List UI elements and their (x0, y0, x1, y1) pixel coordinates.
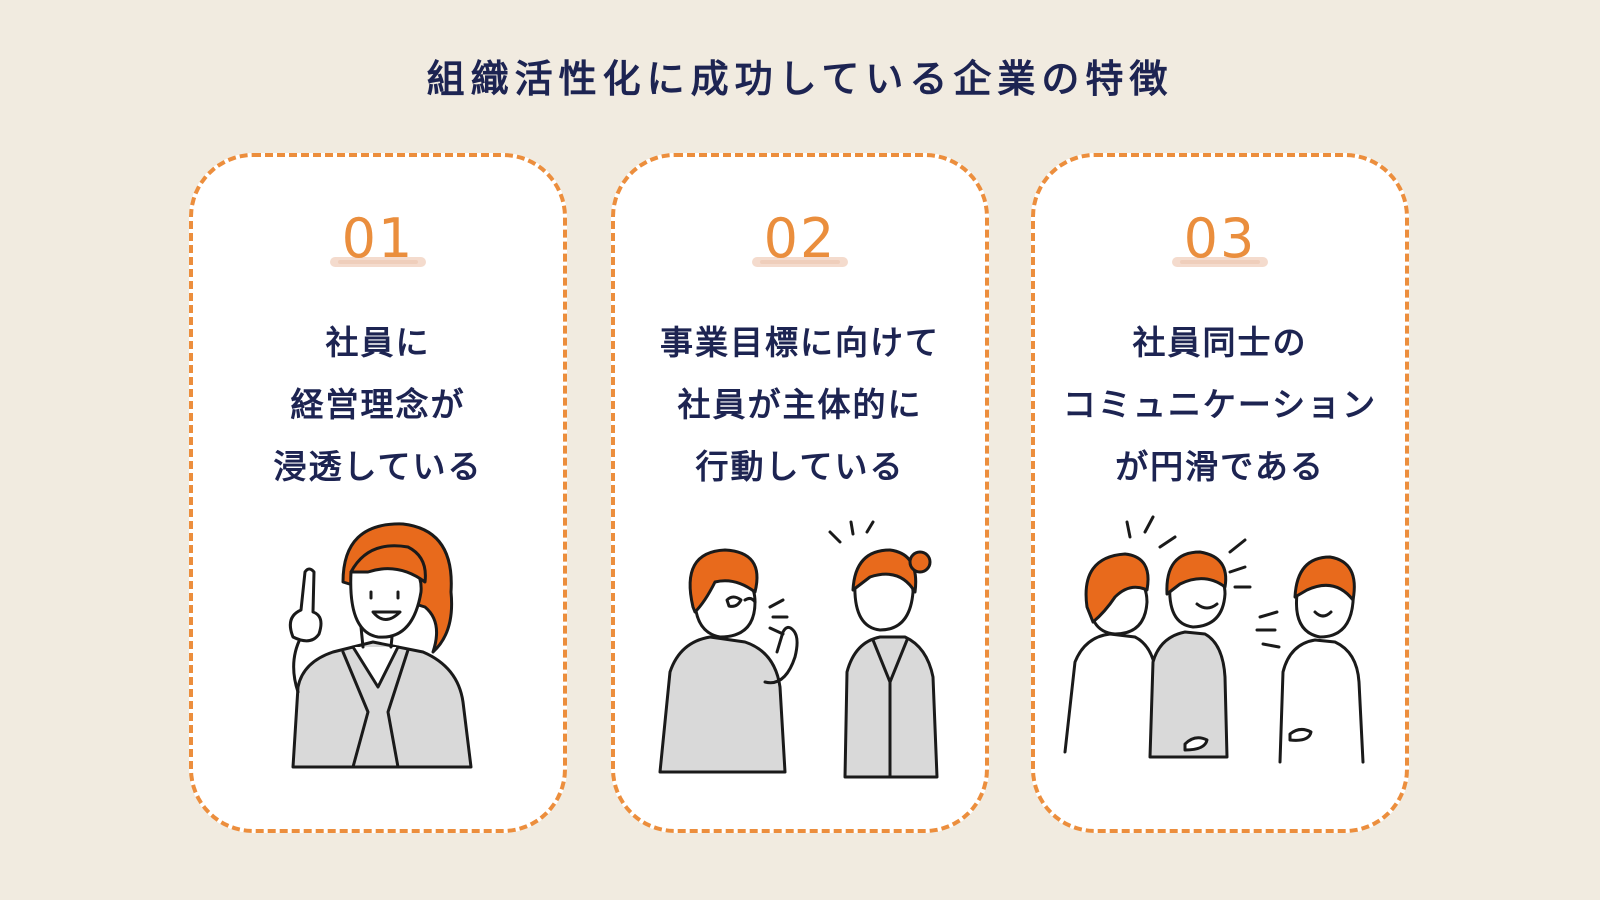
card-line: 浸透している (273, 447, 483, 486)
card-line: 行動している (695, 447, 905, 486)
card-number-2: 02 (615, 207, 985, 277)
two-coworkers-talking-icon (615, 512, 985, 812)
card-description-1: 社員に 経営理念が 浸透している (193, 312, 563, 498)
card-line: コミュニケーション (1062, 385, 1378, 424)
brush-underline (1172, 257, 1268, 267)
brush-underline (330, 257, 426, 267)
three-people-chatting-icon (1035, 512, 1405, 812)
card-line: 事業目標に向けて (660, 323, 940, 362)
card-line: が円滑である (1115, 447, 1325, 486)
brush-underline (752, 257, 848, 267)
card-description-3: 社員同士の コミュニケーション が円滑である (1035, 312, 1405, 498)
woman-pointing-icon (193, 512, 563, 812)
card-description-2: 事業目標に向けて 社員が主体的に 行動している (615, 312, 985, 498)
feature-card-1: 01 社員に 経営理念が 浸透している (189, 153, 567, 833)
card-line: 社員に (325, 323, 431, 362)
card-number-1: 01 (193, 207, 563, 277)
feature-card-2: 02 事業目標に向けて 社員が主体的に 行動している (611, 153, 989, 833)
card-line: 社員が主体的に (677, 385, 923, 424)
page-title: 組織活性化に成功している企業の特徴 (426, 57, 1174, 101)
card-line: 社員同士の (1132, 323, 1308, 362)
feature-card-3: 03 社員同士の コミュニケーション が円滑である (1031, 153, 1409, 833)
card-line: 経営理念が (290, 385, 466, 424)
card-number-3: 03 (1035, 207, 1405, 277)
